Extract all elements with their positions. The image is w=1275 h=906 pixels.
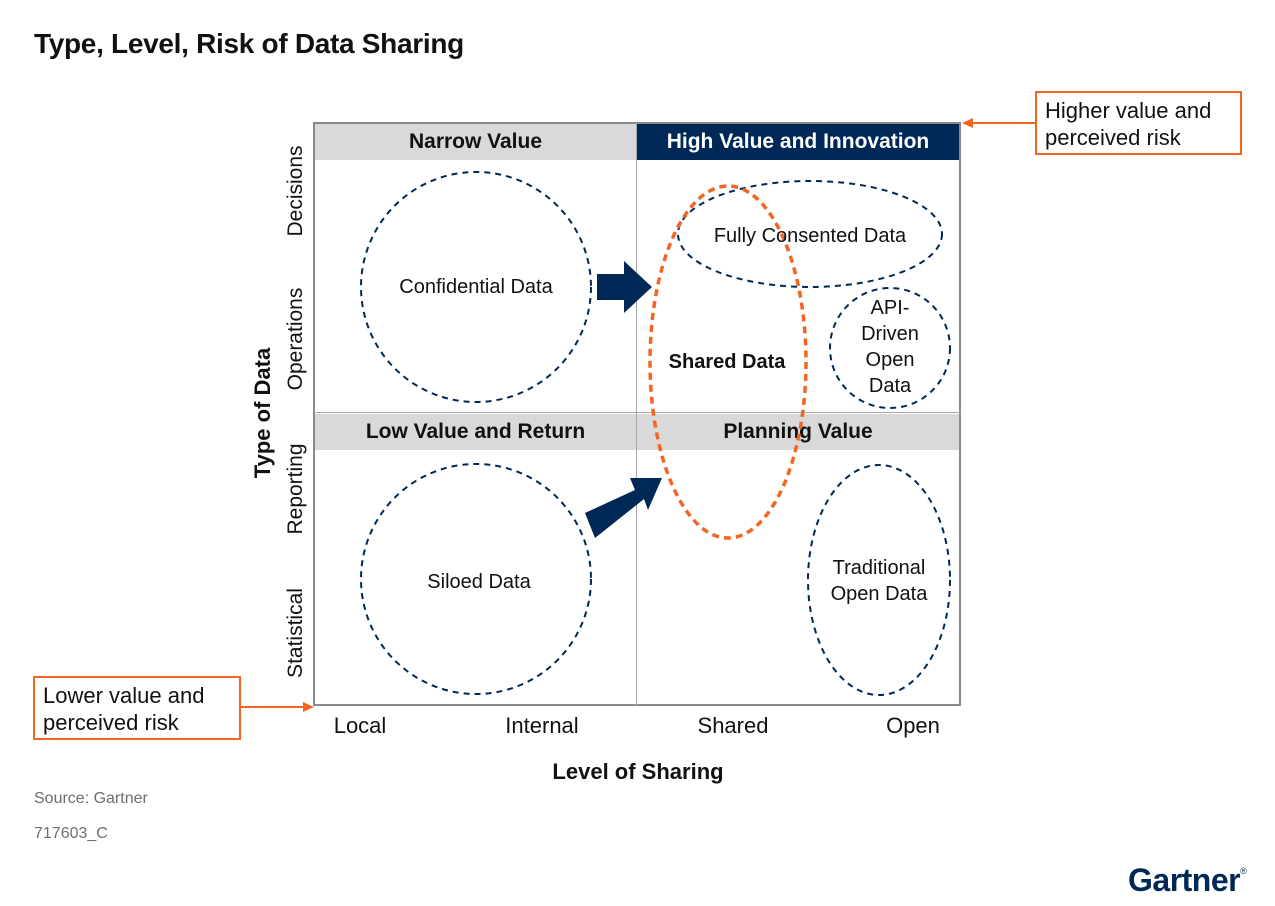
y-tick-decisions: Decisions — [284, 145, 307, 237]
api-driven-line-2: Driven — [861, 323, 919, 345]
fully-consented-data-label: Fully Consented Data — [713, 225, 907, 247]
lower-callout-line-1: Lower value and — [43, 683, 205, 708]
siloed-data-label: Siloed Data — [427, 571, 531, 593]
traditional-line-1: Traditional — [832, 557, 926, 579]
source-note: Source: Gartner — [34, 790, 148, 807]
y-axis-title: Type of Data — [250, 347, 275, 479]
traditional-open-data-label: Traditional Open Data — [809, 555, 949, 607]
x-tick-internal: Internal — [505, 713, 579, 738]
traditional-open-data-ellipse — [807, 464, 951, 696]
quadrant-header-planning-value: Planning Value — [637, 414, 959, 450]
y-tick-reporting: Reporting — [284, 443, 307, 535]
api-driven-line-4: Data — [868, 375, 912, 397]
quadrant-header-low-value: Low Value and Return — [315, 414, 636, 450]
siloed-data-ellipse — [360, 463, 592, 695]
fully-consented-data-ellipse — [677, 180, 943, 288]
confidential-data-ellipse — [360, 171, 592, 403]
x-tick-shared: Shared — [697, 713, 769, 738]
arrow-right-icon — [597, 261, 652, 313]
vertical-divider — [636, 122, 637, 706]
gartner-logo: Gartner® — [1128, 862, 1247, 899]
shared-data-label: Shared Data — [668, 351, 786, 373]
x-axis-title: Level of Sharing — [552, 759, 724, 784]
higher-callout-line-1: Higher value and — [1045, 98, 1212, 123]
api-driven-open-data-ellipse — [829, 287, 951, 409]
lower-callout-arrowhead-icon — [303, 702, 314, 712]
y-tick-statistical: Statistical — [284, 588, 307, 678]
confidential-data-label: Confidential Data — [399, 276, 553, 298]
traditional-line-2: Open Data — [830, 583, 928, 605]
quadrant-header-high-value: High Value and Innovation — [637, 124, 959, 160]
higher-value-callout: Higher value and perceived risk — [1035, 91, 1242, 155]
logo-text: Gartner — [1128, 862, 1241, 898]
registered-mark-icon: ® — [1240, 866, 1247, 876]
higher-callout-line-2: perceived risk — [1045, 125, 1181, 150]
quadrant-header-narrow-value: Narrow Value — [315, 124, 636, 160]
horizontal-divider — [313, 412, 961, 413]
lower-callout-line-2: perceived risk — [43, 710, 179, 735]
api-driven-line-1: API- — [870, 297, 910, 319]
document-id: 717603_C — [34, 825, 108, 842]
x-tick-local: Local — [333, 713, 387, 738]
diagram-title: Type, Level, Risk of Data Sharing — [34, 28, 464, 59]
shared-data-ellipse — [648, 184, 808, 540]
api-driven-open-data-label: API- Driven Open Data — [840, 295, 940, 399]
arrow-diagonal-icon — [585, 478, 662, 538]
api-driven-line-3: Open — [865, 349, 915, 371]
lower-value-callout: Lower value and perceived risk — [33, 676, 241, 740]
higher-callout-arrowhead-icon — [962, 118, 973, 128]
y-tick-operations: Operations — [284, 287, 307, 391]
x-tick-open: Open — [886, 713, 940, 738]
